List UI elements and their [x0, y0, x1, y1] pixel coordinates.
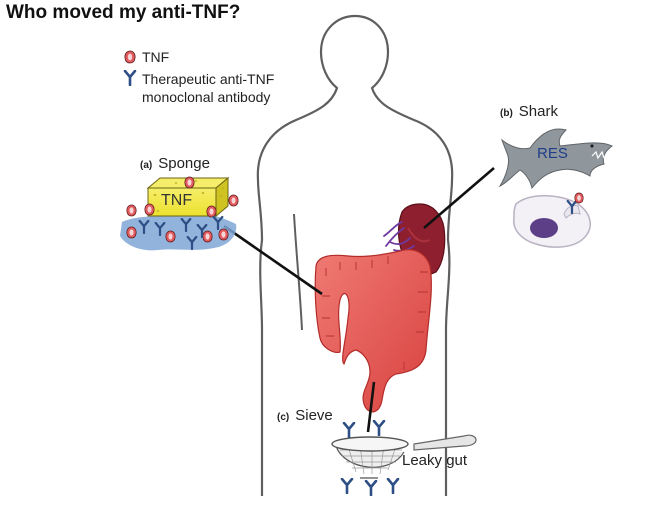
sieve-rim — [331, 436, 409, 452]
colon-haustra — [322, 256, 428, 370]
panel-a-label: (a) Sponge — [140, 155, 210, 173]
sieve-connector — [366, 381, 376, 433]
panel-c-label: (c) Sieve — [277, 407, 333, 425]
sponge-tnf-text: TNF — [161, 192, 193, 209]
panel-a-letter: (a) — [140, 160, 153, 171]
sponge-illustration — [120, 176, 239, 251]
cell-nucleus — [530, 218, 558, 238]
panel-c-letter: (c) — [277, 412, 290, 423]
body-outline — [256, 14, 454, 496]
legend-antibody-label-line1: Therapeutic anti-TNF — [142, 71, 275, 87]
panel-c-name: Sieve — [295, 407, 333, 424]
sieve-handle — [413, 434, 477, 451]
sieve-illustration — [331, 420, 477, 496]
leaky-gut-label: Leaky gut — [402, 452, 468, 469]
shark-body — [498, 128, 613, 190]
shark-illustration — [498, 128, 613, 248]
sponge-connector — [223, 224, 323, 296]
panel-b-letter: (b) — [500, 108, 513, 119]
diagram-title: Who moved my anti-TNF? — [6, 2, 241, 23]
shark-res-text: RES — [537, 145, 568, 162]
panel-b-name: Shark — [518, 103, 558, 120]
legend-tnf-label: TNF — [142, 49, 170, 65]
mesenteric-vessels — [383, 221, 415, 252]
tnf-legend-icon — [124, 50, 136, 64]
sponge-front — [147, 187, 217, 217]
antibody-legend-icon — [123, 70, 137, 86]
legend-antibody-label-line2: monoclonal antibody — [142, 89, 271, 105]
colon — [314, 249, 432, 413]
panel-b-label: (b) Shark — [500, 103, 558, 121]
shark-connector — [423, 167, 495, 229]
panel-a-name: Sponge — [158, 155, 210, 172]
water-blob — [120, 212, 237, 251]
arm-left-inner — [293, 213, 303, 331]
